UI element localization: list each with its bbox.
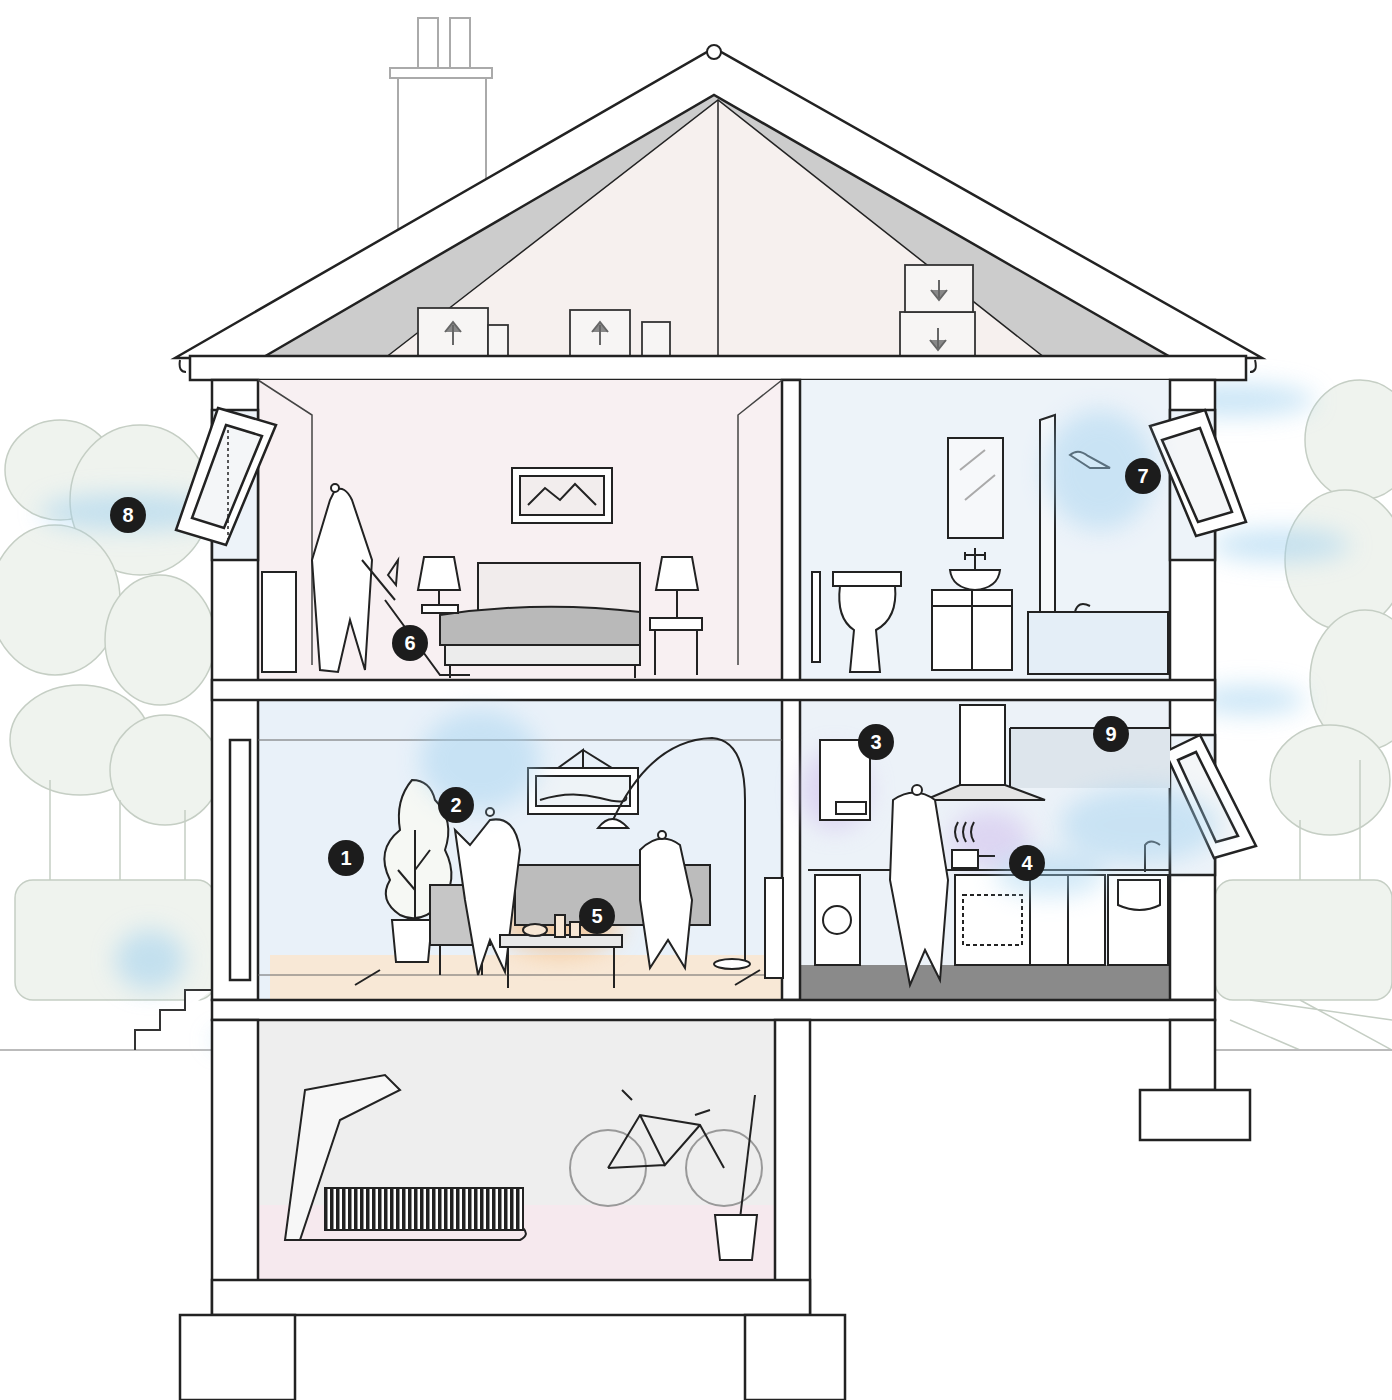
callout-number: 5 bbox=[579, 898, 615, 934]
callout-number: 8 bbox=[110, 497, 146, 533]
callout-text: 6 bbox=[404, 633, 415, 653]
callout-number: 7 bbox=[1125, 458, 1161, 494]
trees bbox=[0, 380, 1392, 1000]
bedroom bbox=[262, 468, 702, 678]
callout-text: 7 bbox=[1137, 466, 1148, 486]
callout-number: 2 bbox=[438, 787, 474, 823]
callout-number: 3 bbox=[858, 724, 894, 760]
callout-number: 1 bbox=[328, 840, 364, 876]
callout-text: 5 bbox=[591, 906, 602, 926]
callout-number: 6 bbox=[392, 625, 428, 661]
callout-text: 9 bbox=[1105, 724, 1116, 744]
callout-text: 3 bbox=[870, 732, 881, 752]
basement bbox=[285, 1075, 762, 1260]
callout-number: 9 bbox=[1093, 716, 1129, 752]
callout-number: 4 bbox=[1009, 845, 1045, 881]
callout-text: 4 bbox=[1021, 853, 1032, 873]
callout-text: 1 bbox=[340, 848, 351, 868]
living-room bbox=[355, 738, 783, 988]
callout-text: 2 bbox=[450, 795, 461, 815]
callout-text: 8 bbox=[122, 505, 133, 525]
